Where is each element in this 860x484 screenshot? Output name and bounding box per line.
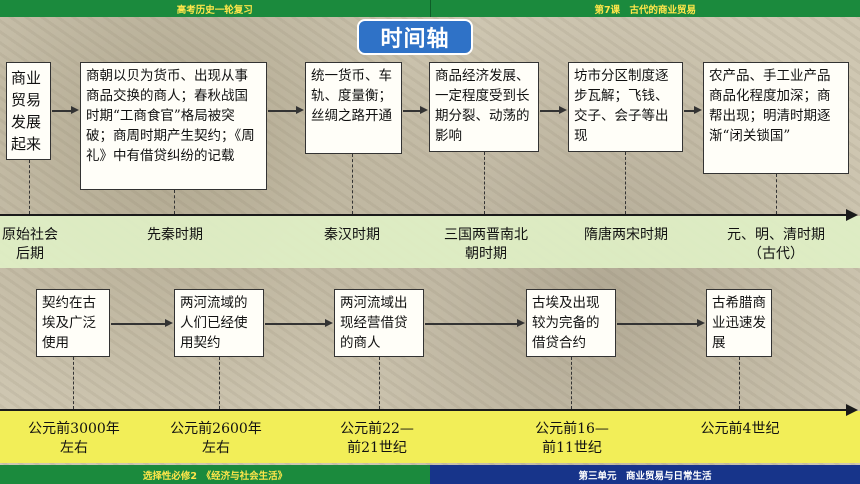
connector-9 [617,323,697,325]
connector-arrow-9 [697,319,705,327]
tick-dash-bottom-4 [571,357,572,409]
connector-arrow-8 [517,319,525,327]
connector-4 [540,110,559,112]
bottom-box-2: 两河流域的人们已经使用契约 [174,289,264,357]
tick-dash-bottom-3 [379,357,380,409]
footer-unit: 第三单元 商业贸易与日常生活 [430,465,860,484]
period-label-3: 秦汉时期 [324,227,380,243]
timeline-band-bottom [0,411,860,463]
header-bar: 高考历史一轮复习 第7课 古代的商业贸易 [0,0,860,17]
tick-dash-top-5 [625,152,626,214]
top-box-4: 商品经济发展、一定程度受到长期分裂、动荡的影响 [429,62,539,152]
timeline-band-top [0,216,860,268]
top-box-5: 坊市分区制度逐步瓦解；飞钱、交子、会子等出现 [568,62,683,152]
connector-7 [265,323,325,325]
date-label-2: 公元前2600年左右 [170,421,262,456]
top-box-1: 商业贸易发展起来 [6,62,51,160]
date-label-1: 公元前3000年左右 [28,421,120,456]
bottom-box-5: 古希腊商业迅速发展 [706,289,772,357]
bottom-box-3: 两河流域出现经营借贷的商人 [334,289,424,357]
top-box-2: 商朝以贝为货币、出现从事商品交换的商人；春秋战国时期“工商食官”格局被突破；商周… [80,62,267,190]
connector-3 [403,110,420,112]
connector-arrow-5 [694,106,702,114]
period-label-4: 三国两晋南北朝时期 [444,227,528,262]
axis-arrow-bottom [846,404,858,416]
date-label-5: 公元前4世纪 [700,421,780,437]
connector-8 [425,323,517,325]
top-box-3: 统一货币、车轨、度量衡；丝绸之路开通 [305,62,402,154]
connector-arrow-2 [296,106,304,114]
bottom-box-4: 古埃及出现较为完备的借贷合约 [526,289,616,357]
header-lesson: 第7课 古代的商业贸易 [429,0,860,17]
period-label-2: 先秦时期 [147,227,203,243]
tick-dash-top-4 [484,152,485,214]
connector-arrow-6 [165,319,173,327]
period-label-5: 隋唐两宋时期 [584,227,668,243]
timeline-axis-bottom [0,409,846,411]
connector-arrow-3 [420,106,428,114]
period-label-6: 元、明、清时期（古代） [727,227,825,262]
connector-arrow-1 [71,106,79,114]
tick-dash-top-2 [174,190,175,214]
timeline-axis-top [0,214,846,216]
connector-5 [684,110,694,112]
footer-course: 选择性必修2 《经济与社会生活》 [0,465,430,484]
date-label-3: 公元前22—前21世纪 [340,421,414,456]
tick-dash-top-1 [29,160,30,214]
connector-6 [111,323,165,325]
tick-dash-top-6 [776,174,777,214]
connector-arrow-4 [559,106,567,114]
tick-dash-bottom-5 [739,357,740,409]
tick-dash-top-3 [352,154,353,214]
date-label-4: 公元前16—前11世纪 [535,421,609,456]
header-course: 高考历史一轮复习 [0,0,430,17]
period-label-1: 原始社会后期 [2,227,58,262]
connector-arrow-7 [325,319,333,327]
connector-2 [268,110,296,112]
bottom-box-1: 契约在古埃及广泛使用 [36,289,110,357]
page-title: 时间轴 [357,19,473,55]
axis-arrow-top [846,209,858,221]
tick-dash-bottom-2 [219,357,220,409]
top-box-6: 农产品、手工业产品商品化程度加深；商帮出现；明清时期逐渐“闭关锁国” [703,62,849,174]
connector-1 [52,110,71,112]
footer-bar: 选择性必修2 《经济与社会生活》 第三单元 商业贸易与日常生活 [0,465,860,484]
tick-dash-bottom-1 [73,357,74,409]
